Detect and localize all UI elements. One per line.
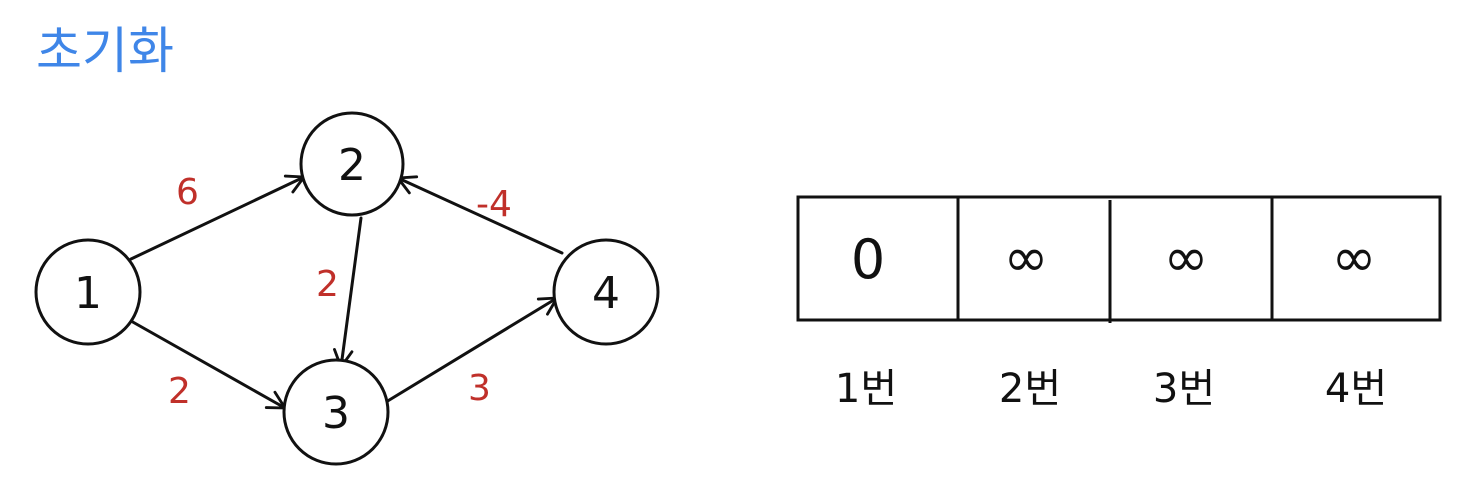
distance-table-border	[796, 195, 1442, 322]
node-2-label: 2	[338, 140, 366, 191]
distance-caption-2: 2번	[999, 366, 1061, 412]
edge-weight-1-2: 6	[176, 172, 199, 213]
edge-weight-2-3: 2	[316, 264, 339, 305]
node-1-label: 1	[74, 268, 102, 319]
node-3-label: 3	[322, 388, 350, 439]
node-4-label: 4	[592, 268, 620, 319]
distance-caption-1: 1번	[835, 366, 897, 412]
edge-1-2	[129, 174, 306, 261]
graph-nodes: 1 2 3 4	[34, 111, 660, 466]
graph-edges	[129, 174, 564, 410]
edge-weight-4-2: -4	[476, 184, 512, 225]
edge-weight-3-4: 3	[468, 368, 491, 409]
distance-caption-3: 3번	[1153, 366, 1215, 412]
edge-1-3	[129, 319, 287, 410]
distance-caption-4: 4번	[1325, 366, 1387, 412]
node-2: 2	[299, 111, 405, 217]
node-3: 3	[282, 358, 390, 466]
node-1: 1	[34, 238, 142, 346]
edge-weight-1-3: 2	[168, 371, 191, 412]
distance-cell-4: ∞	[1332, 226, 1377, 289]
edge-3-4	[384, 296, 559, 404]
edge-weights: 6 2 2 3 -4	[168, 172, 512, 412]
edge-4-2	[396, 175, 564, 255]
edge-2-3	[333, 216, 363, 369]
page-title: 초기화	[36, 22, 174, 80]
distance-table: 0 ∞ ∞ ∞ 1번 2번 3번 4번	[796, 195, 1442, 412]
node-4: 4	[552, 238, 660, 346]
distance-cell-1: 0	[851, 228, 885, 291]
distance-cell-3: ∞	[1164, 226, 1209, 289]
distance-cell-2: ∞	[1004, 226, 1049, 289]
